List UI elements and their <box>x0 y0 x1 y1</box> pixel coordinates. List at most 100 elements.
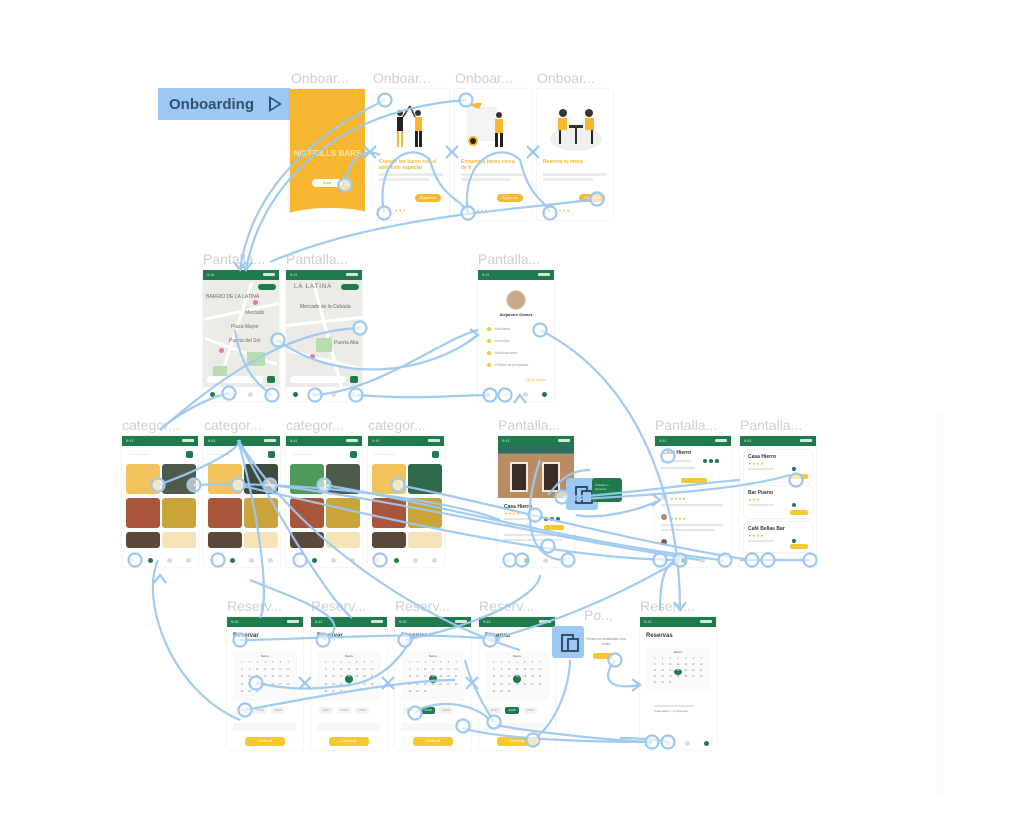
tab-map[interactable] <box>129 558 134 563</box>
calendar-day[interactable]: 24 <box>668 675 672 678</box>
confirm-button[interactable]: Confirmar <box>329 737 369 746</box>
calendar-day[interactable]: 29 <box>408 689 412 693</box>
calendar-day[interactable]: 15 <box>324 675 328 679</box>
calendar-day[interactable]: 6 <box>447 661 450 664</box>
filter-chip[interactable] <box>341 284 359 290</box>
filter-button[interactable] <box>268 451 275 458</box>
tab-list[interactable] <box>394 558 399 563</box>
calendar-day[interactable]: 23 <box>416 682 419 686</box>
calendar-day[interactable]: 11 <box>347 668 351 672</box>
calendar-day[interactable]: 8 <box>654 663 656 666</box>
tab-fav[interactable] <box>249 558 254 563</box>
party-size-stepper[interactable] <box>485 723 549 731</box>
calendar-day[interactable] <box>437 690 445 697</box>
reserve-button[interactable] <box>544 525 564 530</box>
calendar-day[interactable]: 31 <box>668 681 672 684</box>
tab-profile[interactable] <box>350 558 355 563</box>
calendar-day[interactable]: 29 <box>324 689 328 693</box>
calendar-day[interactable]: 7 <box>455 661 457 664</box>
calendar-day[interactable]: 19 <box>355 675 359 679</box>
tab-list[interactable] <box>312 558 317 563</box>
search-input[interactable]: ⌕ ───────── <box>374 452 396 456</box>
calendar-day[interactable]: 8 <box>493 668 495 672</box>
calendar-day[interactable]: 5 <box>356 661 358 664</box>
map-pin[interactable] <box>219 348 224 353</box>
logout-link[interactable]: Cerrar sesión <box>524 378 546 382</box>
calendar-day[interactable]: 27 <box>363 682 366 686</box>
calendar-day[interactable]: 3 <box>424 661 426 664</box>
reserve-button[interactable] <box>790 510 808 515</box>
calendar-day[interactable]: 1 <box>409 661 411 664</box>
calendar-day[interactable]: 13 <box>279 668 282 672</box>
calendar-day[interactable]: 17 <box>255 675 259 679</box>
tab-profile[interactable] <box>542 392 547 397</box>
calendar-day[interactable]: 31 <box>255 689 259 693</box>
party-size-stepper[interactable] <box>401 723 465 731</box>
calendar-day[interactable]: 13 <box>531 668 534 672</box>
calendar-day[interactable] <box>697 681 705 687</box>
calendar-day[interactable]: 31 <box>423 689 427 693</box>
calendar-day[interactable]: 7 <box>700 657 702 660</box>
bar-card[interactable]: Café Bellas Bar ★★★★ <box>744 522 812 552</box>
calendar-day[interactable]: 16 <box>332 675 335 679</box>
map-pin[interactable] <box>253 300 258 305</box>
tab-fav[interactable] <box>523 392 528 397</box>
calendar-day[interactable]: 12 <box>439 668 443 672</box>
time-slot[interactable]: 14:00 <box>337 707 351 714</box>
map-view[interactable]: LA LATINA Mercado de la Cebada Puerta Al… <box>286 280 362 389</box>
tab-fav[interactable] <box>413 558 418 563</box>
map-search-button[interactable] <box>267 376 275 383</box>
calendar-day[interactable]: 15 <box>408 675 412 679</box>
frame-map-2[interactable]: 9:41 LA LATINA Mercado de la Cebada Puer… <box>286 270 362 401</box>
calendar-day[interactable] <box>429 690 437 697</box>
tab-profile[interactable] <box>267 392 272 397</box>
calendar-day[interactable]: 22 <box>240 682 244 686</box>
calendar-day[interactable] <box>521 690 529 697</box>
time-slot[interactable]: 13:00 <box>403 707 417 714</box>
reserve-button[interactable] <box>681 478 707 483</box>
calendar-day[interactable]: 28 <box>370 682 374 686</box>
frame-onboarding-2[interactable]: Conoce los bares con el ambiente especia… <box>373 89 449 220</box>
calendar-day[interactable]: 2 <box>332 661 335 664</box>
tab-map[interactable] <box>647 741 652 746</box>
calendar-day[interactable] <box>682 681 690 687</box>
calendar-day[interactable]: 24 <box>339 682 343 686</box>
calendar-day[interactable]: 20 <box>279 675 282 679</box>
calendar-day[interactable]: 15 <box>240 675 244 679</box>
calendar-day[interactable]: 28 <box>538 682 542 686</box>
frame-reviews[interactable]: 9:41 Casa Hierro ★★★★ ★★★★ <box>655 436 731 567</box>
party-size-stepper[interactable] <box>233 723 297 731</box>
start-button[interactable]: Empezar <box>579 194 605 202</box>
calendar-day[interactable]: 30 <box>248 689 251 693</box>
category-tile[interactable] <box>326 464 360 494</box>
calendar-day[interactable]: 24 <box>423 682 427 686</box>
calendar-day[interactable]: 5 <box>685 657 687 660</box>
frame-category-4[interactable]: 9:41 ⌕ ───────── <box>368 436 444 567</box>
search-input[interactable]: ⌕ ───────── <box>128 452 150 456</box>
category-tile[interactable] <box>408 464 442 494</box>
tab-map[interactable] <box>375 558 380 563</box>
category-tile[interactable] <box>290 498 324 528</box>
confirm-button[interactable]: Confirmar <box>245 737 285 746</box>
category-tile[interactable] <box>126 464 160 494</box>
calendar-day[interactable]: 16 <box>661 669 664 672</box>
calendar-day[interactable]: 20 <box>363 675 366 679</box>
filter-button[interactable] <box>432 451 439 458</box>
calendar-day[interactable]: 27 <box>692 675 695 678</box>
calendar-day[interactable] <box>261 690 269 697</box>
calendar-day[interactable]: 30 <box>661 681 664 684</box>
calendar-day[interactable]: 10 <box>668 663 672 666</box>
calendar-day[interactable]: 12 <box>684 663 688 666</box>
calendar-day[interactable]: 31 <box>339 689 343 693</box>
calendar-day[interactable] <box>536 690 544 697</box>
tab-list[interactable] <box>230 558 235 563</box>
calendar-day[interactable]: 1 <box>241 661 243 664</box>
calendar-day[interactable]: 4 <box>516 661 518 664</box>
calendar-day[interactable] <box>361 690 369 697</box>
next-button[interactable]: Siguiente <box>497 194 523 202</box>
